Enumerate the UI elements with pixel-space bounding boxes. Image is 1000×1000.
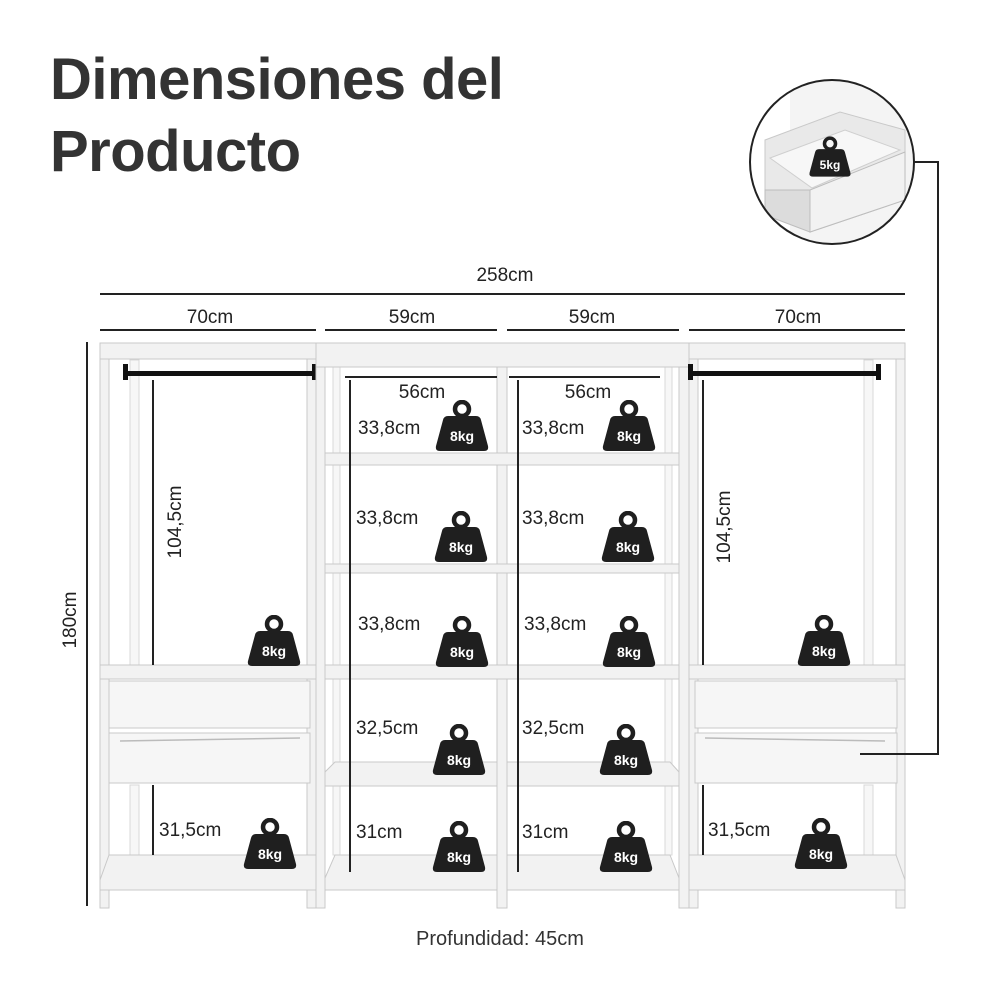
overall-width-dimension: 258cm <box>100 265 905 295</box>
hanging-height-right: 104,5cm <box>714 491 735 564</box>
weight-icon: 8kg <box>433 823 485 872</box>
overall-height-label: 180cm <box>60 591 81 648</box>
inner-width-1: 56cm <box>399 382 445 403</box>
svg-text:8kg: 8kg <box>449 539 473 555</box>
svg-text:8kg: 8kg <box>812 643 836 659</box>
svg-text:8kg: 8kg <box>616 539 640 555</box>
weight-icon: 8kg <box>795 820 847 869</box>
right-module: 104,5cm 31,5cm 8kg 8kg <box>688 342 906 909</box>
hanging-rod-right <box>690 371 880 376</box>
weight-icon: 8kg <box>798 617 850 666</box>
title-line-2: Producto <box>50 119 301 184</box>
weight-icon: 8kg <box>603 402 655 451</box>
weight-icon: 8kg <box>603 618 655 667</box>
right-bottom-height: 31,5cm <box>708 820 770 841</box>
svg-text:5kg: 5kg <box>820 158 841 172</box>
shelf-height: 33,8cm <box>524 614 586 635</box>
weight-icon: 8kg <box>600 726 652 775</box>
page-title: Dimensiones del Producto <box>50 44 504 188</box>
weight-icon: 8kg <box>244 820 296 869</box>
svg-text:8kg: 8kg <box>617 428 641 444</box>
hanging-rod-left <box>125 371 315 376</box>
module-width-4: 70cm <box>775 307 821 328</box>
shelf-height: 33,8cm <box>356 508 418 529</box>
shelf-height: 31cm <box>356 822 402 843</box>
svg-text:8kg: 8kg <box>450 428 474 444</box>
svg-text:8kg: 8kg <box>258 846 282 862</box>
center-modules: 56cm 56cm 33,8cm 33,8cm 33,8cm 32,5cm 31… <box>315 342 690 909</box>
module-width-dimensions: 70cm 59cm 59cm 70cm <box>100 307 905 331</box>
shelf-height: 33,8cm <box>522 418 584 439</box>
svg-text:8kg: 8kg <box>447 849 471 865</box>
module-width-2: 59cm <box>389 307 435 328</box>
svg-text:8kg: 8kg <box>262 643 286 659</box>
overall-height-dimension: 180cm <box>60 342 88 906</box>
svg-text:8kg: 8kg <box>447 752 471 768</box>
shelf-height: 31cm <box>522 822 568 843</box>
drawer-callout: 5kg <box>749 79 939 755</box>
weight-icon: 8kg <box>435 513 487 562</box>
hanging-height-left: 104,5cm <box>165 486 186 559</box>
svg-text:8kg: 8kg <box>617 644 641 660</box>
module-width-1: 70cm <box>187 307 233 328</box>
shelf-height: 33,8cm <box>522 508 584 529</box>
weight-icon: 8kg <box>600 823 652 872</box>
weight-icon: 8kg <box>602 513 654 562</box>
weight-icon: 5kg <box>808 136 852 178</box>
svg-text:8kg: 8kg <box>614 849 638 865</box>
left-bottom-height: 31,5cm <box>159 820 221 841</box>
depth-label: Profundidad: 45cm <box>416 928 584 950</box>
inner-width-2: 56cm <box>565 382 611 403</box>
shelf-height: 33,8cm <box>358 418 420 439</box>
svg-text:8kg: 8kg <box>614 752 638 768</box>
shelf-height: 32,5cm <box>522 718 584 739</box>
weight-icon: 8kg <box>248 617 300 666</box>
title-line-1: Dimensiones del <box>50 47 504 112</box>
shelf-height: 32,5cm <box>356 718 418 739</box>
weight-icon: 8kg <box>436 402 488 451</box>
weight-icon: 8kg <box>433 726 485 775</box>
shelf-height: 33,8cm <box>358 614 420 635</box>
module-width-3: 59cm <box>569 307 615 328</box>
left-module: 104,5cm 31,5cm 8kg 8kg <box>99 342 317 909</box>
weight-icon: 8kg <box>436 618 488 667</box>
svg-text:8kg: 8kg <box>809 846 833 862</box>
overall-width-label: 258cm <box>476 265 533 286</box>
svg-text:8kg: 8kg <box>450 644 474 660</box>
